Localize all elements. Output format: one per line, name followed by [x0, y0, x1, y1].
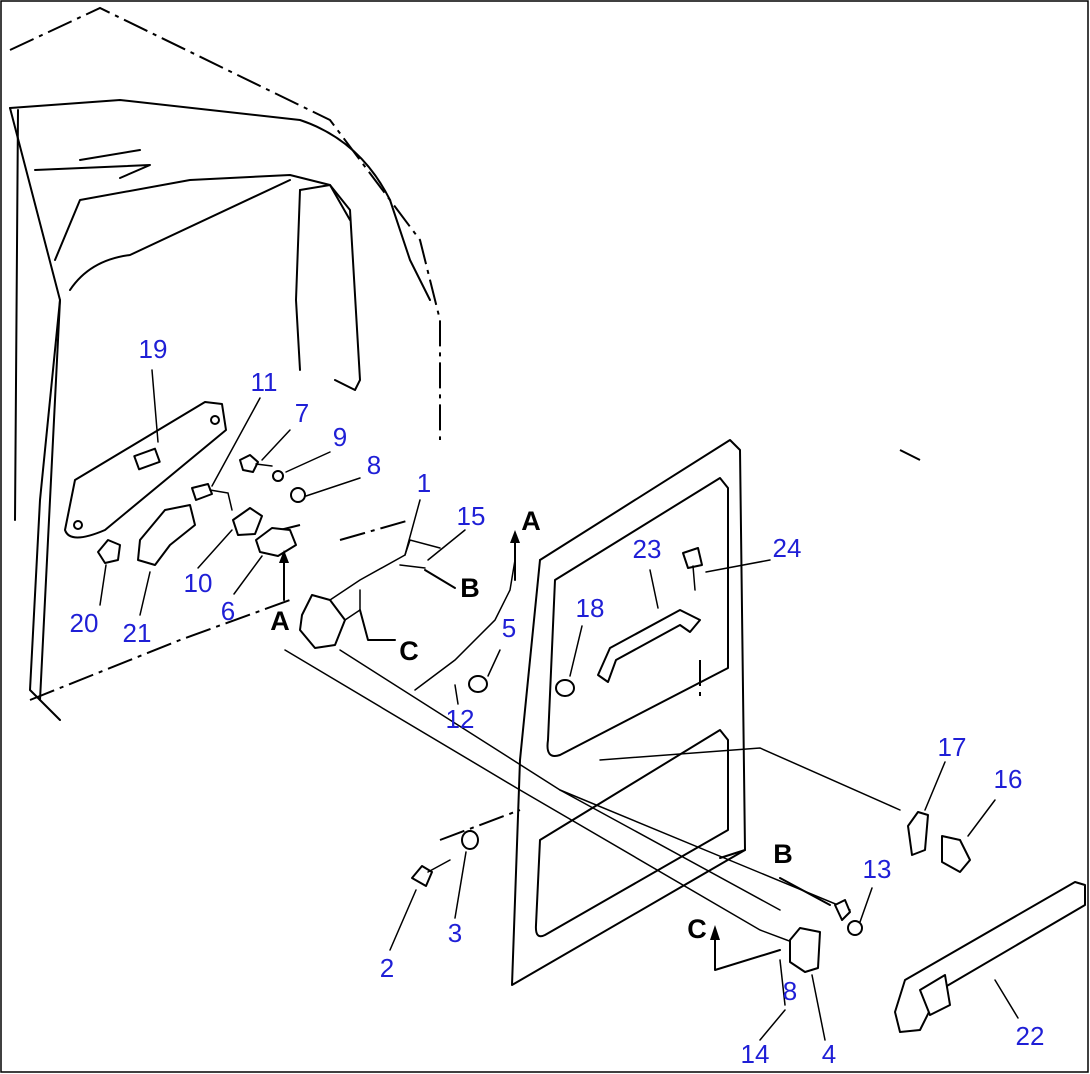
part-5-bushing — [468, 675, 488, 693]
part-12-rod — [414, 544, 516, 691]
ref-letter-c-lower: C — [687, 914, 707, 944]
label-part-2: 2 — [380, 953, 394, 983]
label-part-15: 15 — [457, 501, 486, 531]
part-22-cover-strip — [894, 881, 1086, 1033]
label-part-22: 22 — [1016, 1021, 1045, 1051]
part-19-inner-plate — [64, 401, 227, 539]
label-part-20: 20 — [70, 608, 99, 638]
label-part-1: 1 — [417, 468, 431, 498]
label-part-16: 16 — [994, 764, 1023, 794]
label-part-18: 18 — [576, 593, 605, 623]
ref-letter-a-left: A — [270, 606, 290, 636]
label-part-9: 9 — [333, 422, 347, 452]
part-24-bolt-head — [682, 547, 703, 569]
reference-arrows — [279, 530, 831, 971]
label-part-6: 6 — [221, 596, 235, 626]
part-21-pad — [137, 504, 196, 566]
part-10-inside-handle — [232, 507, 263, 536]
part-13-bracket — [834, 899, 851, 921]
part-20-bumper — [97, 539, 121, 564]
part-19-hole — [210, 415, 220, 425]
label-part-8-upper: 8 — [367, 450, 381, 480]
part-1-lock-assembly — [299, 594, 346, 649]
label-part-10: 10 — [184, 568, 213, 598]
label-part-13: 13 — [863, 854, 892, 884]
part-labels: 19 11 7 9 8 1 15 10 6 20 21 12 5 18 23 2… — [70, 334, 1045, 1069]
label-part-8-lower: 8 — [783, 976, 797, 1006]
part-4-striker — [789, 927, 821, 973]
part-19-hole — [73, 520, 83, 530]
part-23-grab-handle — [597, 609, 701, 683]
label-part-12: 12 — [446, 704, 475, 734]
part-19-window — [133, 447, 161, 471]
part-17-plate — [907, 811, 929, 856]
part-16-catch — [941, 835, 971, 873]
ref-letter-a-right: A — [521, 506, 541, 536]
label-part-11: 11 — [251, 367, 278, 397]
part-7-bolt — [239, 454, 259, 473]
label-part-4: 4 — [822, 1039, 836, 1069]
label-part-21: 21 — [123, 618, 152, 648]
reference-letters: A A B B C C — [270, 506, 793, 944]
part-3-nut — [461, 830, 479, 850]
part-18-bushing — [555, 679, 575, 697]
ref-letter-c-upper: C — [399, 636, 419, 666]
label-part-7: 7 — [295, 398, 309, 428]
part-9-washer — [272, 470, 284, 482]
label-part-17: 17 — [938, 732, 967, 762]
part-6-escutcheon — [255, 527, 297, 557]
part-11-screw — [191, 483, 213, 501]
part-2-bolt — [411, 865, 433, 887]
part-8-washer — [290, 487, 306, 503]
label-part-24: 24 — [773, 533, 802, 563]
ref-letter-b-upper: B — [460, 573, 480, 603]
label-part-5: 5 — [502, 613, 516, 643]
label-part-14: 14 — [741, 1039, 770, 1069]
door-panel — [511, 439, 746, 986]
part-22-window — [919, 974, 951, 1016]
leader-lines — [99, 369, 1019, 1041]
ref-letter-b-lower: B — [773, 839, 793, 869]
label-part-23: 23 — [633, 534, 662, 564]
part-13-bolt — [847, 920, 863, 936]
label-part-3: 3 — [448, 918, 462, 948]
cab-body — [9, 6, 441, 721]
label-part-19: 19 — [139, 334, 168, 364]
guide-lines — [279, 449, 921, 946]
